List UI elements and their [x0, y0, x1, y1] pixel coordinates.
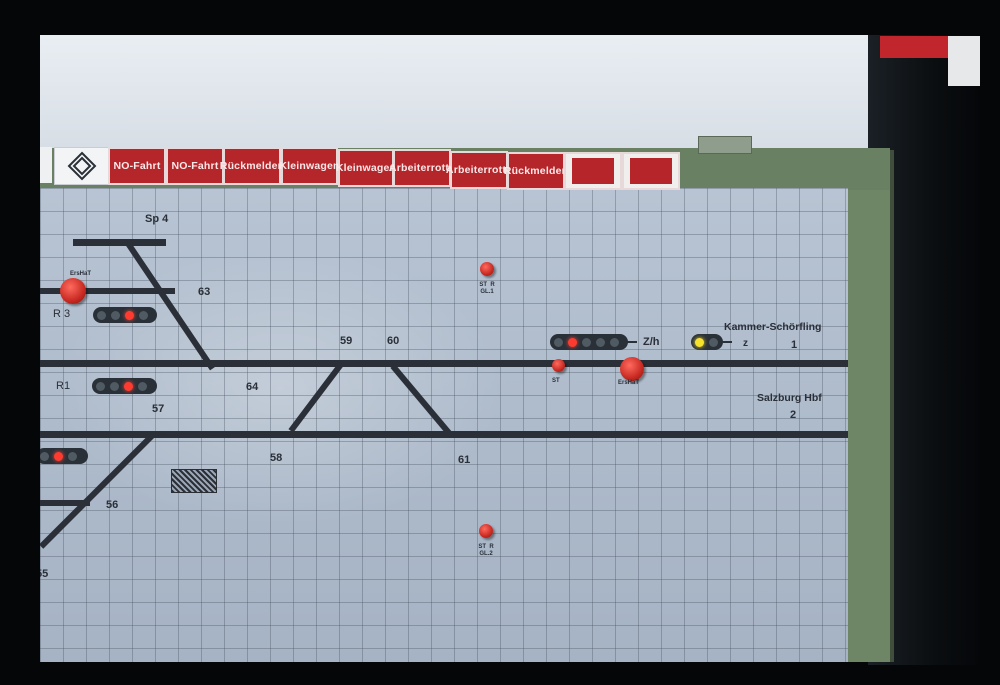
- signal-zh: [550, 334, 628, 350]
- signal-r3-lamp-1: [97, 310, 106, 320]
- ersh-button-right[interactable]: [620, 357, 644, 381]
- label-rueckmelden-2: Rückmelden: [504, 152, 568, 190]
- signal-left-lower-lamp-1: [40, 451, 49, 461]
- signal-r1-lamp-red: [124, 381, 133, 391]
- st-r-gl2-button[interactable]: [479, 524, 493, 538]
- track-lower-left-stub: [40, 500, 90, 506]
- track-number-64: 64: [246, 381, 259, 393]
- signal-r3: [93, 307, 157, 323]
- label-no-fahrt-1: NO-Fahrt: [108, 147, 166, 185]
- ersh-button-left[interactable]: [60, 278, 86, 304]
- track-siding-sp4: [73, 239, 166, 246]
- railway-logo-icon: [54, 147, 110, 185]
- track-number-59: 59: [340, 335, 353, 347]
- st-label: ST: [479, 282, 487, 288]
- wall-background: [40, 35, 870, 155]
- signal-zh-lamp-3: [596, 337, 605, 347]
- st-r-gl1-button[interactable]: [480, 262, 494, 276]
- destination-lower-track: 2: [790, 409, 797, 421]
- st2-label: ST: [478, 544, 486, 550]
- signal-left-lower-lamp-2: [68, 451, 77, 461]
- edge-tab: [40, 147, 52, 183]
- signal-zh-lamp-2: [582, 337, 591, 347]
- signal-left-lower-lamp-red: [54, 451, 63, 461]
- track-main-2: [40, 431, 848, 438]
- label-kleinwagen-2: Kleinwagen: [336, 149, 396, 187]
- signal-label-z: z: [743, 338, 748, 349]
- destination-upper: Kammer-Schörfling: [724, 321, 822, 333]
- signal-r3-lamp-3: [139, 310, 148, 320]
- destination-upper-track: 1: [791, 339, 798, 351]
- signal-zh-lamp-red: [568, 337, 577, 347]
- track-number-60: 60: [387, 335, 400, 347]
- label-blank-1: [564, 152, 622, 190]
- signal-z-lamp-yellow: [695, 337, 704, 347]
- signal-label-zh: Z/h: [643, 336, 660, 348]
- track-number-58: 58: [270, 452, 283, 464]
- signal-r1-lamp-1: [96, 381, 105, 391]
- label-arbeiterrotte-2: Arbeiterrotte: [446, 151, 512, 189]
- track-number-sp4: Sp 4: [145, 213, 169, 225]
- gl1-label: GL.1: [480, 289, 494, 295]
- ersh-label-left: ErsHaT: [70, 271, 92, 277]
- signal-z-lamp-1: [709, 337, 718, 347]
- signal-zh-lamp-4: [610, 337, 619, 347]
- st-label-middle: ST: [552, 378, 560, 384]
- label-rueckmelden-1: Rückmelden: [220, 147, 284, 185]
- corner-white-label: [948, 36, 980, 86]
- track-number-56: 56: [106, 499, 119, 511]
- ersh-label-right: ErsHaT: [618, 380, 640, 386]
- gl2-label: GL.2: [479, 551, 493, 557]
- signal-r3-lamp-red: [125, 310, 134, 320]
- diamond-icon: [67, 151, 97, 181]
- signal-left-lower: [40, 448, 88, 464]
- signal-zh-stem: [627, 341, 637, 343]
- corner-red-label: [880, 36, 948, 58]
- track-number-61: 61: [458, 454, 471, 466]
- label-arbeiterrotte-1: Arbeiterrotte: [389, 149, 455, 187]
- signal-z-stem: [722, 341, 732, 343]
- signal-r1: [92, 378, 157, 394]
- label-no-fahrt-2: NO-Fahrt: [166, 147, 224, 185]
- r-label: R: [490, 282, 495, 288]
- label-kleinwagen-1: Kleinwagen: [279, 147, 339, 185]
- signal-r1-lamp-2: [110, 381, 119, 391]
- r2-label: R: [489, 544, 494, 550]
- signal-z: [691, 334, 723, 350]
- label-blank-2-red: [630, 158, 672, 184]
- label-blank-1-red: [572, 158, 614, 184]
- label-blank-2: [622, 152, 680, 190]
- track-number-57: 57: [152, 403, 165, 415]
- signal-r3-lamp-2: [111, 310, 120, 320]
- track-number-55: 55: [40, 568, 49, 580]
- panel-hinge: [698, 136, 752, 154]
- hatched-block: [171, 469, 217, 493]
- track-diagram-board: Sp 4 63 59 60 64 57 58 61 56 55 Kammer-S…: [40, 188, 848, 662]
- signal-zh-lamp-1: [554, 337, 563, 347]
- signal-label-r3: R 3: [53, 308, 71, 320]
- st-button[interactable]: [552, 359, 565, 372]
- track-main-1: [40, 360, 848, 367]
- track-upper-left-stub: [40, 288, 175, 294]
- signal-label-r1: R1: [56, 380, 71, 392]
- destination-lower: Salzburg Hbf: [757, 392, 822, 404]
- st-r-gl1-label: ST R GL.1: [476, 282, 498, 296]
- st-r-gl2-label: ST R GL.2: [475, 544, 497, 558]
- track-number-63: 63: [198, 286, 211, 298]
- signal-r1-lamp-3: [138, 381, 147, 391]
